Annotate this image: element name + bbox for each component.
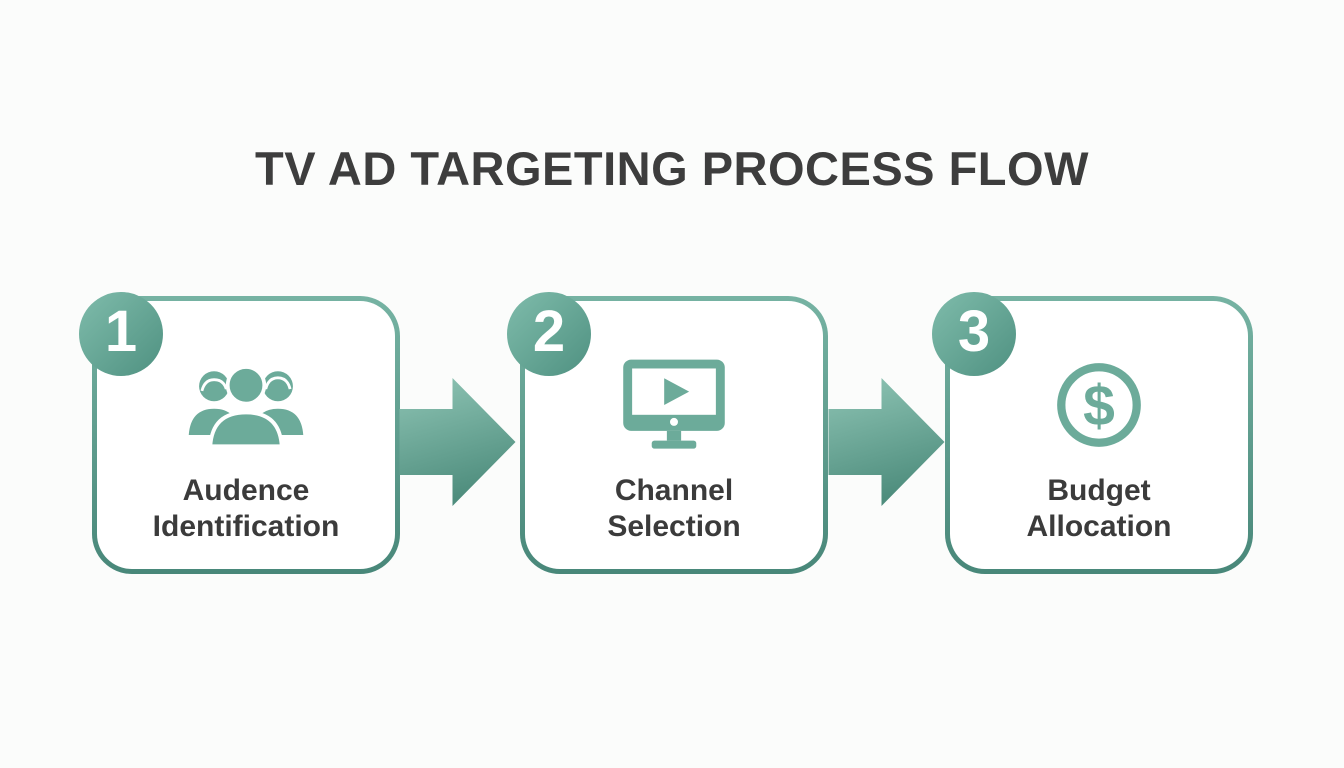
audience-group-icon [97,353,395,457]
step-label: Budget Allocation [950,473,1248,545]
step-card-budget-allocation: 3 $ Budget Allocation [932,292,1253,574]
svg-text:$: $ [1083,374,1115,438]
step-number: 2 [532,299,566,364]
step-number-badge: 1 [79,292,163,376]
step-label-line1: Audence [182,474,310,507]
step-label-line1: Channel [614,474,734,507]
step-number: 3 [957,299,991,364]
flow-arrow-icon [399,378,516,506]
page-title: TV AD TARGETING PROCESS FLOW [255,142,1089,195]
step-label-line2: Identification [152,510,340,543]
step-label: Channel Selection [525,473,823,545]
step-number-badge: 2 [507,292,591,376]
step-label-line2: Selection [607,510,741,543]
step-number: 1 [104,299,138,364]
flow-arrow-icon [828,378,945,506]
tv-play-icon [525,353,823,457]
step-card-audience-identification: 1 Audence Identif [79,292,400,574]
step-number-badge: 3 [932,292,1016,376]
step-label: Audence Identification [97,473,395,545]
step-card-body: 2 Channel Selection [507,292,823,569]
step-card-body: 1 Audence Identif [79,292,395,569]
dollar-circle-icon: $ [950,353,1248,457]
step-label-line2: Allocation [1026,510,1172,543]
step-card-body: 3 $ Budget Allocation [932,292,1248,569]
step-card-channel-selection: 2 Channel Selection [507,292,828,574]
step-label-line1: Budget [1047,474,1151,507]
